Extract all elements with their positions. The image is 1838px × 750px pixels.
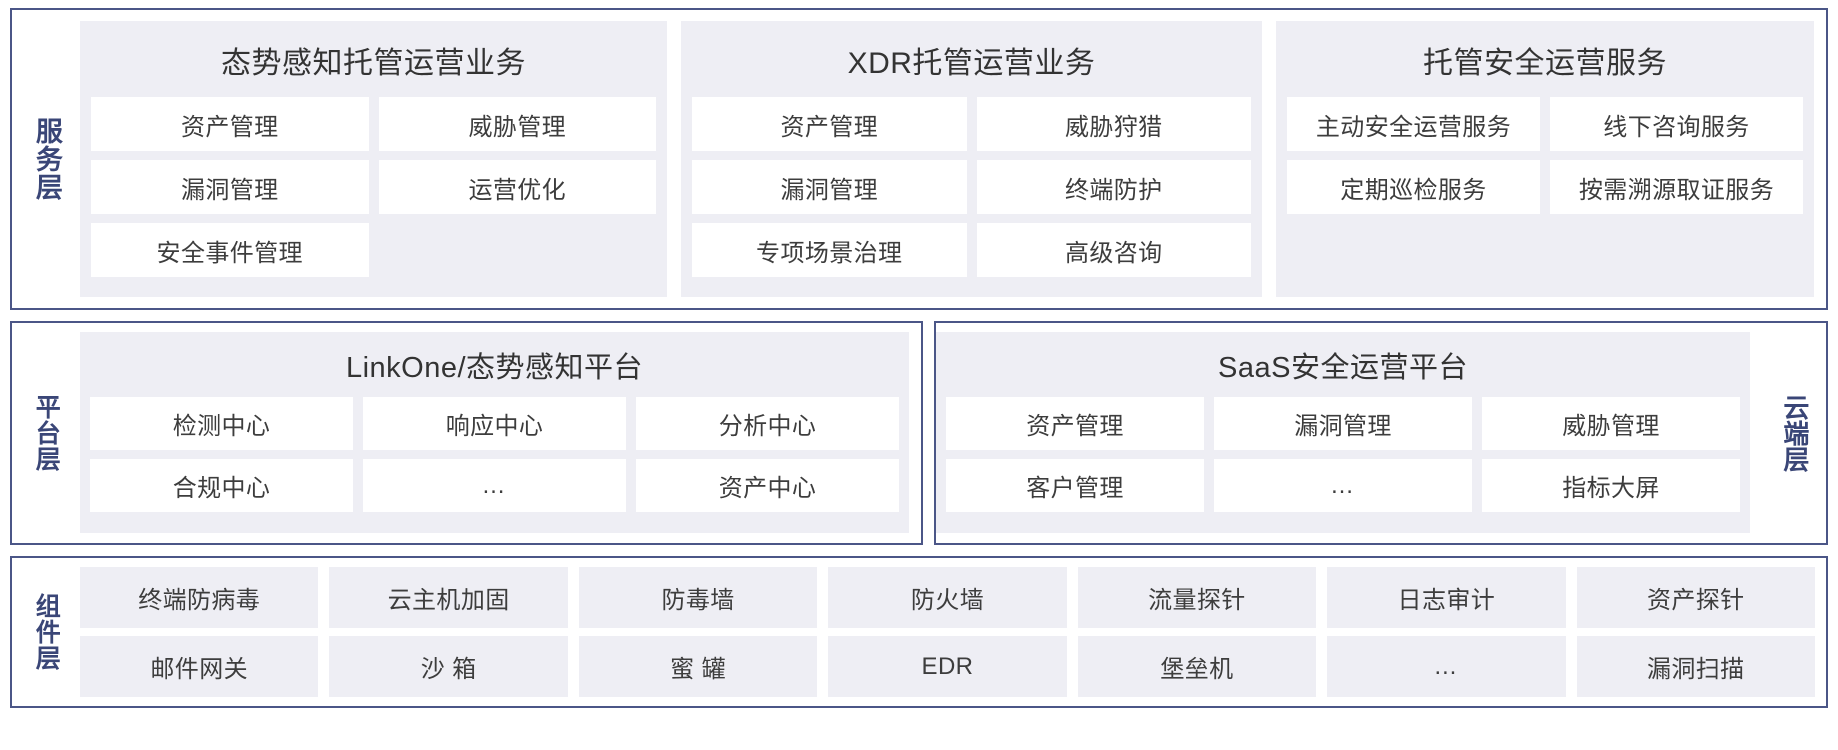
component-card[interactable]: 漏洞扫描 [1576, 636, 1815, 697]
service-card[interactable]: 主动安全运营服务 [1287, 97, 1540, 151]
component-card[interactable]: EDR [828, 636, 1067, 697]
group-saas-platform[interactable]: SaaS安全运营平台 资产管理 漏洞管理 威胁管理 客户管理 … 指标大屏 [936, 332, 1750, 533]
service-card[interactable]: 运营优化 [378, 160, 656, 214]
service-card[interactable]: 威胁狩猎 [976, 97, 1251, 151]
component-card[interactable]: 防毒墙 [578, 567, 818, 628]
platform-card[interactable]: 合规中心 [90, 459, 353, 512]
platform-card[interactable]: 响应中心 [363, 397, 626, 450]
platform-card[interactable]: 漏洞管理 [1214, 397, 1472, 450]
component-layer: 组件层 终端防病毒 云主机加固 防毒墙 防火墙 流量探针 日志审计 资产探针 邮… [10, 556, 1828, 708]
service-layer-body: 态势感知托管运营业务 资产管理 威胁管理 漏洞管理 运营优化 安全事件管理 XD… [80, 10, 1826, 308]
service-card[interactable]: 按需溯源取证服务 [1550, 160, 1803, 214]
platform-card[interactable]: 资产管理 [946, 397, 1204, 450]
empty-slot [379, 223, 657, 277]
platform-card[interactable]: 分析中心 [636, 397, 899, 450]
group-managed-security-service[interactable]: 托管安全运营服务 主动安全运营服务 线下咨询服务 定期巡检服务 按需溯源取证服务 [1276, 21, 1814, 297]
platform-layer-body: LinkOne/态势感知平台 检测中心 响应中心 分析中心 合规中心 … 资产中… [80, 323, 921, 543]
group-title: 托管安全运营服务 [1423, 47, 1667, 80]
platform-card[interactable]: 资产中心 [636, 459, 899, 512]
cloud-layer-label: 云端层 [1779, 394, 1810, 472]
group-title: XDR托管运营业务 [847, 47, 1096, 80]
platform-card-ellipsis[interactable]: … [363, 459, 626, 512]
service-card[interactable]: 漏洞管理 [91, 160, 369, 214]
service-card[interactable]: 安全事件管理 [91, 223, 369, 277]
service-card[interactable]: 终端防护 [976, 160, 1251, 214]
empty-slot [1550, 223, 1803, 277]
group-title: 态势感知托管运营业务 [221, 47, 526, 80]
component-card[interactable]: 邮件网关 [80, 636, 319, 697]
service-card[interactable]: 漏洞管理 [692, 160, 967, 214]
service-card[interactable]: 资产管理 [91, 97, 369, 151]
platform-layer-row: 平台层 LinkOne/态势感知平台 检测中心 响应中心 分析中心 合规中心 …… [10, 321, 1828, 545]
component-card[interactable]: 防火墙 [828, 567, 1067, 628]
component-card[interactable]: 沙 箱 [329, 636, 568, 697]
component-card-ellipsis[interactable]: … [1327, 636, 1566, 697]
service-card[interactable]: 高级咨询 [976, 223, 1251, 277]
service-card[interactable]: 威胁管理 [378, 97, 656, 151]
group-card-grid: 主动安全运营服务 线下咨询服务 定期巡检服务 按需溯源取证服务 [1287, 97, 1803, 286]
service-card[interactable]: 资产管理 [692, 97, 967, 151]
service-layer: 服务层 态势感知托管运营业务 资产管理 威胁管理 漏洞管理 运营优化 安全事件管… [10, 8, 1828, 310]
service-card[interactable]: 专项场景治理 [692, 223, 967, 277]
group-title: LinkOne/态势感知平台 [345, 352, 644, 384]
cloud-layer-body: SaaS安全运营平台 资产管理 漏洞管理 威胁管理 客户管理 … 指标大屏 [936, 323, 1762, 543]
component-card-grid: 终端防病毒 云主机加固 防毒墙 防火墙 流量探针 日志审计 资产探针 邮件网关 … [80, 567, 1815, 697]
group-situational-awareness[interactable]: 态势感知托管运营业务 资产管理 威胁管理 漏洞管理 运营优化 安全事件管理 [80, 21, 667, 297]
group-title: SaaS安全运营平台 [1218, 352, 1468, 384]
platform-card-ellipsis[interactable]: … [1214, 459, 1472, 512]
component-card[interactable]: 蜜 罐 [578, 636, 818, 697]
component-layer-label: 组件层 [32, 593, 61, 671]
group-card-grid: 检测中心 响应中心 分析中心 合规中心 … 资产中心 [90, 397, 899, 523]
group-card-grid: 资产管理 威胁管理 漏洞管理 运营优化 安全事件管理 [91, 97, 656, 286]
platform-layer: 平台层 LinkOne/态势感知平台 检测中心 响应中心 分析中心 合规中心 …… [10, 321, 923, 545]
group-linkone-platform[interactable]: LinkOne/态势感知平台 检测中心 响应中心 分析中心 合规中心 … 资产中… [80, 332, 909, 533]
empty-slot [1287, 223, 1540, 277]
component-card[interactable]: 资产探针 [1576, 567, 1815, 628]
service-layer-label: 服务层 [31, 117, 62, 201]
service-card[interactable]: 定期巡检服务 [1287, 160, 1540, 214]
group-card-grid: 资产管理 漏洞管理 威胁管理 客户管理 … 指标大屏 [946, 397, 1740, 523]
group-card-grid: 资产管理 威胁狩猎 漏洞管理 终端防护 专项场景治理 高级咨询 [692, 97, 1251, 286]
platform-card[interactable]: 客户管理 [946, 459, 1204, 512]
component-card[interactable]: 流量探针 [1077, 567, 1317, 628]
platform-card[interactable]: 威胁管理 [1482, 397, 1740, 450]
platform-card[interactable]: 检测中心 [90, 397, 353, 450]
component-card[interactable]: 堡垒机 [1077, 636, 1317, 697]
platform-layer-label: 平台层 [32, 394, 61, 472]
service-card[interactable]: 线下咨询服务 [1550, 97, 1803, 151]
component-card[interactable]: 日志审计 [1327, 567, 1566, 628]
component-card[interactable]: 终端防病毒 [80, 567, 319, 628]
group-xdr[interactable]: XDR托管运营业务 资产管理 威胁狩猎 漏洞管理 终端防护 专项场景治理 高级咨… [681, 21, 1262, 297]
component-layer-body: 终端防病毒 云主机加固 防毒墙 防火墙 流量探针 日志审计 资产探针 邮件网关 … [80, 558, 1826, 706]
component-card[interactable]: 云主机加固 [329, 567, 568, 628]
platform-card[interactable]: 指标大屏 [1482, 459, 1740, 512]
cloud-layer: SaaS安全运营平台 资产管理 漏洞管理 威胁管理 客户管理 … 指标大屏 云端… [934, 321, 1828, 545]
